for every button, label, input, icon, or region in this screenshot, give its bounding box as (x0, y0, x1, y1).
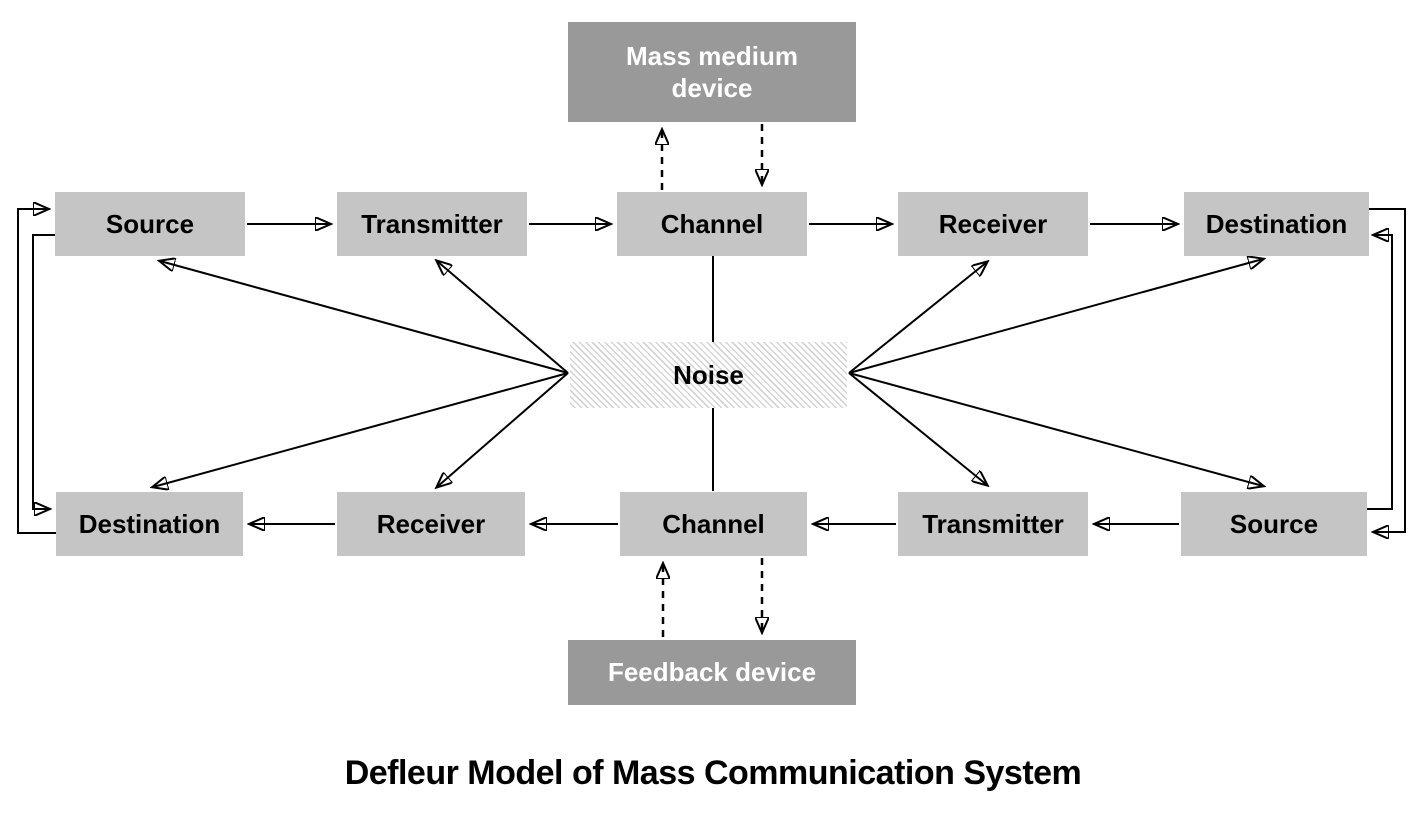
noise-arrow-receiver-top (848, 262, 987, 374)
box-source-top: Source (55, 192, 245, 256)
box-source-bottom: Source (1181, 492, 1367, 556)
noise-arrow-transmitter-bottom (848, 372, 987, 485)
noise-arrow-transmitter-top (437, 261, 569, 374)
source-top-label: Source (105, 208, 195, 239)
box-feedback-device: Feedback device (568, 640, 856, 705)
box-receiver-bottom: Receiver (337, 492, 525, 556)
channel-top-label: Channel (660, 208, 764, 239)
noise-label: Noise (673, 359, 744, 390)
box-transmitter-top: Transmitter (337, 192, 527, 256)
feedback-loop-left-outer (17, 209, 56, 534)
box-transmitter-bottom: Transmitter (898, 492, 1088, 556)
box-channel-top: Channel (617, 192, 807, 256)
box-mass-medium-device: Mass medium device (568, 22, 856, 122)
destination-bottom-label: Destination (78, 508, 221, 539)
box-noise: Noise (570, 342, 847, 408)
source-bottom-label: Source (1229, 508, 1319, 539)
transmitter-top-label: Transmitter (361, 208, 503, 239)
transmitter-bottom-label: Transmitter (922, 508, 1064, 539)
box-destination-bottom: Destination (56, 492, 243, 556)
noise-arrow-source-top (160, 261, 569, 374)
noise-arrow-destination-top (848, 259, 1263, 374)
noise-arrow-source-bottom (848, 372, 1263, 486)
mass-medium-device-label-line1: Mass medium (626, 40, 798, 71)
diagram-title: Defleur Model of Mass Communication Syst… (344, 754, 1082, 792)
destination-top-label: Destination (1205, 208, 1348, 239)
box-receiver-top: Receiver (898, 192, 1088, 256)
channel-bottom-label: Channel (662, 508, 765, 539)
noise-arrow-receiver-bottom (437, 372, 569, 487)
receiver-bottom-label: Receiver (376, 508, 486, 539)
mass-medium-device-label-line2: device (671, 73, 753, 103)
noise-arrow-destination-bottom (153, 372, 569, 487)
receiver-top-label: Receiver (938, 208, 1048, 239)
feedback-loop-right-outer (1369, 208, 1406, 532)
feedback-device-label: Feedback device (607, 657, 817, 688)
box-destination-top: Destination (1184, 192, 1369, 256)
feedback-loop-right-inner (1367, 235, 1393, 510)
feedback-loop-left-inner (32, 234, 55, 509)
box-channel-bottom: Channel (620, 492, 807, 556)
